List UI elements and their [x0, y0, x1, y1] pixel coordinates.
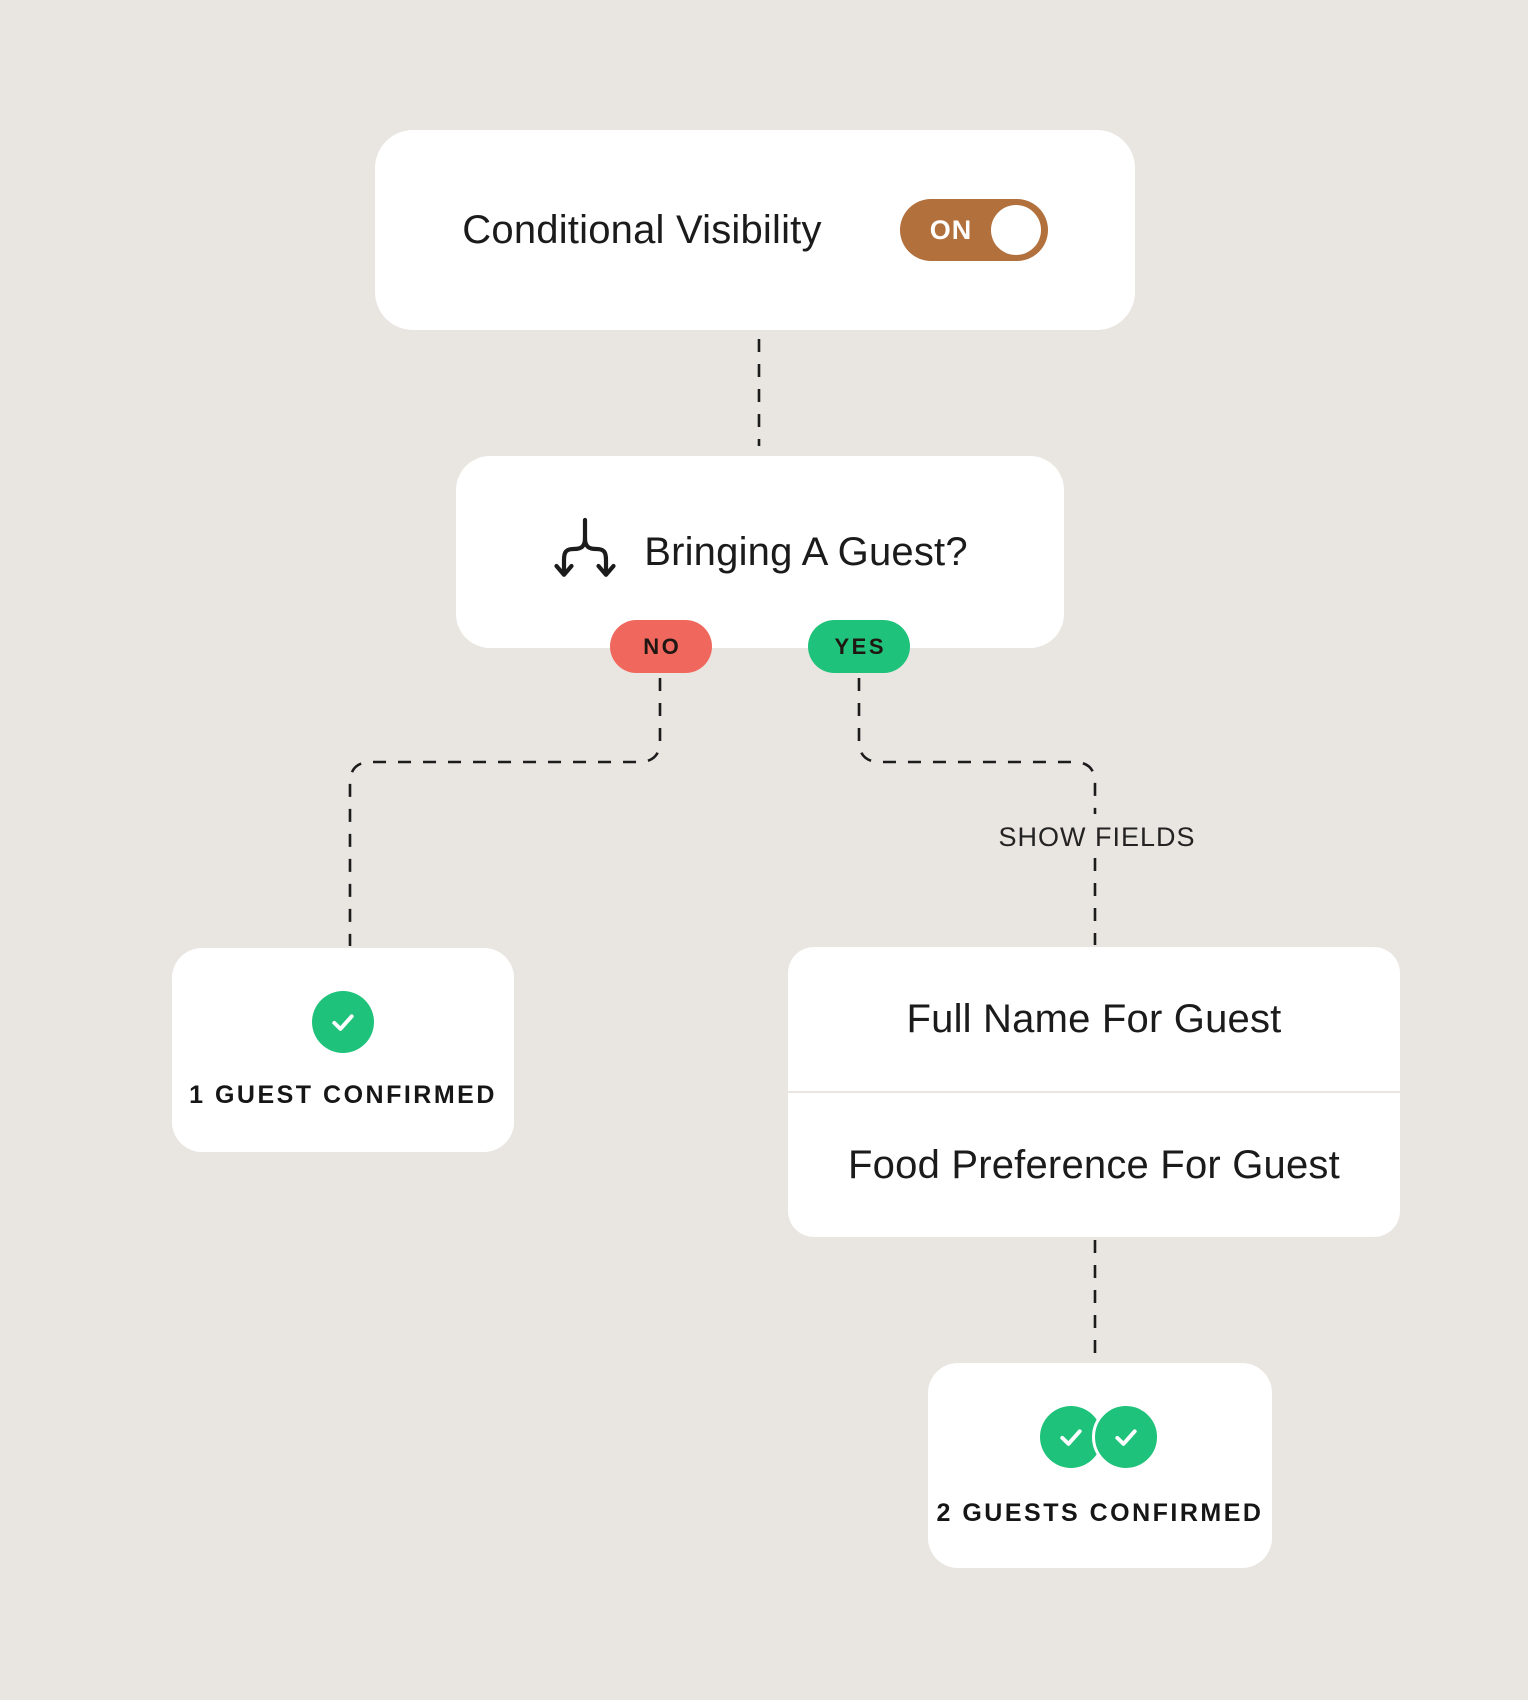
check-icon — [1092, 1403, 1160, 1471]
conditional-visibility-title: Conditional Visibility — [462, 207, 822, 252]
no-result-card: 1 GUEST CONFIRMED — [172, 948, 514, 1152]
conditional-visibility-card: Conditional Visibility ON — [375, 130, 1135, 330]
double-check-icons — [1040, 1403, 1160, 1471]
question-card: Bringing A Guest? — [456, 456, 1064, 648]
no-result-status: 1 GUEST CONFIRMED — [189, 1080, 497, 1109]
branch-pill-yes[interactable]: YES — [808, 620, 910, 673]
connector-yes-branch — [857, 678, 1097, 814]
check-icon — [1040, 1406, 1102, 1468]
check-icon — [312, 990, 374, 1053]
field-full-name[interactable]: Full Name For Guest — [788, 947, 1400, 1091]
branch-pill-yes-label: YES — [834, 633, 887, 659]
field-full-name-label: Full Name For Guest — [906, 996, 1282, 1041]
field-food-preference[interactable]: Food Preference For Guest — [788, 1093, 1400, 1237]
field-food-preference-label: Food Preference For Guest — [848, 1142, 1340, 1187]
yes-result-card: 2 GUESTS CONFIRMED — [928, 1363, 1272, 1568]
conditional-visibility-toggle[interactable]: ON — [899, 199, 1048, 261]
branch-icon — [552, 516, 618, 588]
field-divider — [788, 1091, 1400, 1093]
branch-pill-no-label: NO — [643, 633, 682, 659]
branch-pill-no[interactable]: NO — [610, 620, 712, 673]
question-title: Bringing A Guest? — [644, 529, 968, 574]
yes-result-status: 2 GUESTS CONFIRMED — [936, 1499, 1264, 1527]
connector-no-branch — [348, 678, 662, 946]
toggle-on-label: ON — [929, 214, 973, 245]
show-fields-label: SHOW FIELDS — [998, 822, 1196, 852]
toggle-knob — [990, 205, 1041, 255]
guest-fields-card: Full Name For Guest Food Preference For … — [788, 947, 1400, 1237]
